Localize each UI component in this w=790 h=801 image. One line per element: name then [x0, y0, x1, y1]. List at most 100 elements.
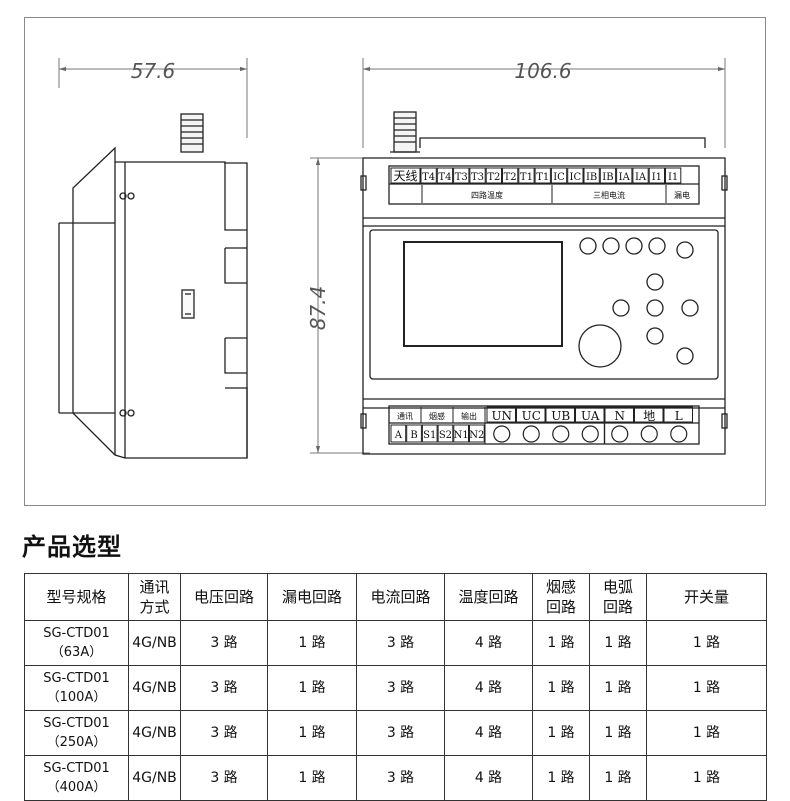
cell-leak: 1 路	[267, 620, 357, 666]
model-name: SG-CTD01	[43, 671, 110, 686]
cell-temp: 4 路	[444, 710, 533, 756]
bottom-big-terminal-label: UN	[491, 409, 512, 423]
cell-switch: 1 路	[646, 710, 767, 756]
group-label-current: 三相电流	[593, 190, 625, 200]
bottom-small-terminal-label: S1	[423, 430, 436, 441]
cell-voltage: 3 路	[180, 755, 268, 801]
model-cell: SG-CTD01（400A）	[24, 755, 129, 801]
model-cell: SG-CTD01 （63A）	[24, 620, 129, 666]
bottom-big-terminal-cell	[516, 406, 546, 423]
cell-comm: 4G/NB	[128, 710, 181, 756]
model-name: SG-CTD01	[43, 626, 110, 641]
terminal-screw-icon	[581, 425, 599, 443]
header-line: 回路	[545, 598, 576, 616]
cell-smoke: 1 路	[532, 710, 590, 756]
group-label-leak: 漏电	[674, 190, 690, 200]
table-header-cell: 烟感回路	[532, 573, 590, 621]
header-line: 烟感	[545, 578, 576, 596]
bottom-small-terminal-label: S2	[439, 430, 452, 441]
cell-comm: 4G/NB	[128, 755, 181, 801]
bottom-big-terminal-cell	[545, 406, 575, 423]
bottom-small-terminal-label: N2	[469, 430, 484, 441]
table-header-cell: 温度回路	[444, 573, 533, 621]
header-line: 回路	[602, 598, 633, 616]
top-terminal-cell	[550, 167, 568, 184]
top-terminal-label: T3	[455, 172, 468, 183]
table-header-cell: 通讯方式	[128, 573, 181, 621]
cell-current: 3 路	[356, 755, 445, 801]
group-label-comm: 通讯	[397, 411, 413, 421]
group-label-smoke: 烟感	[429, 411, 445, 421]
bottom-big-terminal-label: L	[675, 409, 683, 423]
cell-switch: 1 路	[646, 755, 767, 801]
top-terminal-cell	[453, 167, 470, 184]
table-header-cell: 型号规格	[24, 573, 129, 621]
header-line: 电压回路	[193, 588, 254, 606]
top-terminal-label: IB	[602, 172, 613, 183]
cell-leak: 1 路	[267, 665, 357, 711]
top-terminal-label: T1	[520, 172, 533, 183]
header-line: 电流回路	[370, 588, 431, 606]
header-line: 方式	[139, 598, 170, 616]
cell-smoke: 1 路	[532, 665, 590, 711]
top-terminal-label: I1	[668, 172, 678, 183]
cell-comm: 4G/NB	[128, 620, 181, 666]
cell-switch: 1 路	[646, 665, 767, 711]
terminal-screw-icon	[611, 425, 629, 443]
cell-arc: 1 路	[589, 620, 647, 666]
model-rating: （63A）	[50, 645, 103, 660]
bottom-small-terminal-label: B	[410, 430, 417, 441]
top-terminal-cell	[567, 167, 584, 184]
bottom-big-terminal-label: 地	[643, 409, 655, 423]
cell-voltage: 3 路	[180, 620, 268, 666]
table-header-cell: 电弧回路	[589, 573, 647, 621]
cell-comm: 4G/NB	[128, 665, 181, 711]
top-terminal-cell	[616, 167, 633, 184]
table-header-cell: 电流回路	[356, 573, 445, 621]
cell-voltage: 3 路	[180, 665, 268, 711]
bottom-small-terminal-label: A	[394, 430, 403, 441]
header-line: 电弧	[602, 578, 633, 596]
terminal-screw-icon	[640, 425, 658, 443]
cell-arc: 1 路	[589, 665, 647, 711]
bottom-small-terminal-cell	[421, 424, 438, 443]
top-terminal-label: IC	[553, 172, 565, 183]
model-cell: SG-CTD01（100A）	[24, 665, 129, 711]
group-label-temp: 四路温度	[471, 190, 503, 200]
front-view	[310, 58, 728, 455]
bottom-small-terminal-cell	[437, 424, 454, 443]
terminal-screw-icon	[552, 425, 570, 443]
top-terminal-cell	[632, 167, 649, 184]
top-terminal-label: T3	[471, 172, 484, 183]
top-terminal-cell	[665, 167, 682, 184]
cell-leak: 1 路	[267, 710, 357, 756]
bottom-big-terminal-label: UB	[551, 409, 570, 423]
top-terminal-label: T4	[438, 172, 451, 183]
top-terminal-cell	[518, 167, 535, 184]
cell-temp: 4 路	[444, 755, 533, 801]
header-line: 型号规格	[46, 588, 107, 606]
table-header-row: 型号规格通讯方式电压回路漏电回路电流回路温度回路烟感回路电弧回路开关量	[24, 573, 767, 621]
header-line: 开关量	[683, 588, 729, 606]
top-terminal-label: T1	[536, 172, 549, 183]
cell-voltage: 3 路	[180, 710, 268, 756]
model-rating: （250A）	[46, 735, 107, 750]
top-terminal-label: IA	[635, 172, 647, 183]
section-title: 产品选型	[22, 533, 122, 561]
top-terminal-cell	[534, 167, 551, 184]
table-header-cell: 漏电回路	[267, 573, 357, 621]
cell-smoke: 1 路	[532, 755, 590, 801]
header-line: 漏电回路	[281, 588, 342, 606]
bottom-small-terminal-cell	[406, 424, 422, 443]
top-terminal-cell	[390, 167, 421, 184]
bottom-big-terminal-cell	[486, 406, 516, 423]
dim-height: 87.4	[306, 286, 330, 331]
cell-arc: 1 路	[589, 710, 647, 756]
dim-side-width: 57.6	[131, 59, 176, 83]
top-terminal-label: T4	[422, 172, 435, 183]
terminal-screw-icon	[493, 425, 511, 443]
